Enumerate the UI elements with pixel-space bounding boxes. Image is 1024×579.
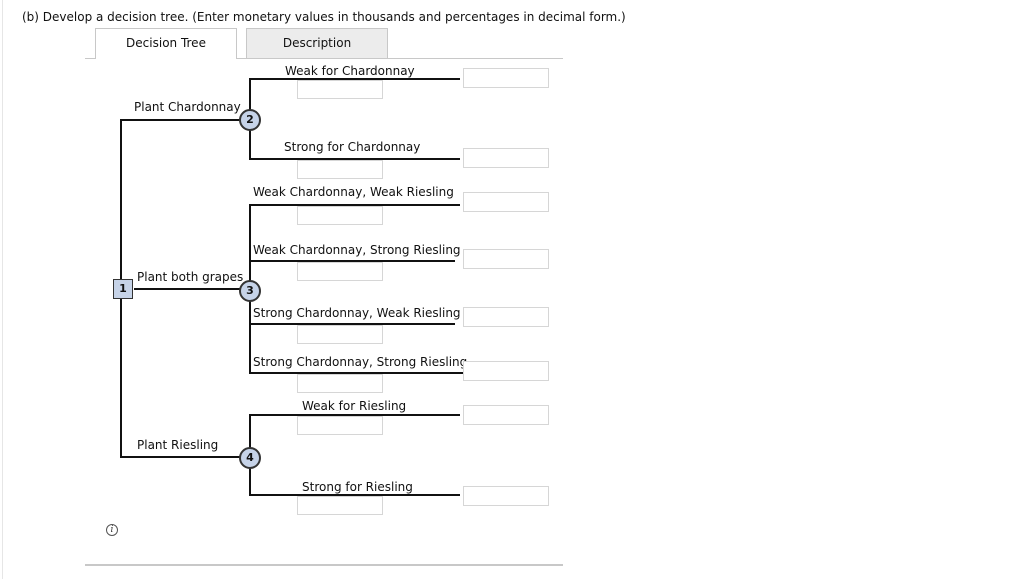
decision-node-1: 1 xyxy=(113,279,133,299)
payoff-input-wc-sr[interactable] xyxy=(463,249,549,269)
payoff-input-wc-wr[interactable] xyxy=(463,192,549,212)
probability-input-sc-sr[interactable] xyxy=(297,374,383,393)
outcome-label-wc-sr: Weak Chardonnay, Strong Riesling xyxy=(253,243,461,257)
probability-input-strong-chardonnay[interactable] xyxy=(297,160,383,179)
branch-weak-riesling xyxy=(249,414,460,416)
outcome-label-strong-chardonnay: Strong for Chardonnay xyxy=(284,140,421,154)
branch-sc-sr xyxy=(249,372,464,374)
outcome-label-strong-riesling: Strong for Riesling xyxy=(302,480,413,494)
probability-input-strong-riesling[interactable] xyxy=(297,496,383,515)
payoff-input-sc-sr[interactable] xyxy=(463,361,549,381)
chance-node-4: 4 xyxy=(239,447,261,469)
branch-plant-chardonnay xyxy=(120,119,250,121)
payoff-input-strong-riesling[interactable] xyxy=(463,486,549,506)
branch-strong-chardonnay xyxy=(249,158,460,160)
payoff-input-sc-wr[interactable] xyxy=(463,307,549,327)
branch-weak-chardonnay xyxy=(249,78,460,80)
tab-decision-tree[interactable]: Decision Tree xyxy=(95,28,237,59)
branch-strong-riesling xyxy=(249,494,460,496)
probability-input-weak-chardonnay[interactable] xyxy=(297,80,383,99)
probability-input-wc-wr[interactable] xyxy=(297,206,383,225)
decision-label-chardonnay: Plant Chardonnay xyxy=(134,100,241,114)
branch-wc-wr xyxy=(249,204,460,206)
bottom-divider xyxy=(85,564,563,566)
probability-input-weak-riesling[interactable] xyxy=(297,416,383,435)
page-edge xyxy=(2,0,3,579)
payoff-input-strong-chardonnay[interactable] xyxy=(463,148,549,168)
decision-label-both: Plant both grapes xyxy=(137,270,244,284)
tab-description[interactable]: Description xyxy=(246,28,388,58)
info-icon[interactable]: i xyxy=(106,524,118,536)
outcome-label-wc-wr: Weak Chardonnay, Weak Riesling xyxy=(253,185,454,199)
chance-node-2: 2 xyxy=(239,109,261,131)
chance-node-3: 3 xyxy=(239,280,261,302)
decision-label-riesling: Plant Riesling xyxy=(137,438,219,452)
tab-strip-baseline xyxy=(85,58,563,59)
instruction-text: (b) Develop a decision tree. (Enter mone… xyxy=(22,10,626,24)
branch-plant-riesling xyxy=(120,456,250,458)
probability-input-wc-sr[interactable] xyxy=(297,262,383,281)
branch-sc-wr xyxy=(249,323,455,325)
outcome-label-sc-wr: Strong Chardonnay, Weak Riesling xyxy=(253,306,461,320)
branch-plant-both xyxy=(134,288,250,290)
outcome-label-weak-riesling: Weak for Riesling xyxy=(302,399,407,413)
payoff-input-weak-chardonnay[interactable] xyxy=(463,68,549,88)
branch-wc-sr xyxy=(249,260,455,262)
payoff-input-weak-riesling[interactable] xyxy=(463,405,549,425)
outcome-label-sc-sr: Strong Chardonnay, Strong Riesling xyxy=(253,355,468,369)
probability-input-sc-wr[interactable] xyxy=(297,325,383,344)
outcome-label-weak-chardonnay: Weak for Chardonnay xyxy=(285,64,415,78)
